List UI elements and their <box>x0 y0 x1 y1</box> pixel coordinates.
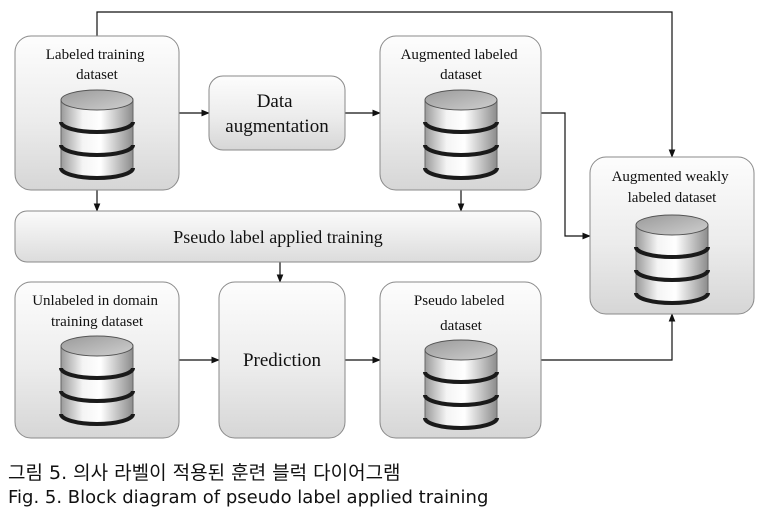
arrow-pseudo-to-weakly <box>541 313 676 361</box>
svg-text:Augmented labeled datase: Augmented labeled dataset <box>401 47 522 83</box>
node-data-augmentation: Data augmentation <box>208 75 346 151</box>
figure-caption-korean: 그림 5. 의사 라벨이 적용된 훈련 블럭 다이어그램 <box>8 462 401 484</box>
node-augmented-labeled-dataset: Augmented labeled dataset <box>379 35 542 191</box>
arrow-augmented-to-weakly <box>541 112 591 240</box>
svg-text:Prediction: Prediction <box>243 350 322 371</box>
database-icon <box>423 88 499 180</box>
node-pseudo-labeled-dataset: Pseudo labeled dataset <box>379 281 542 439</box>
svg-text:Data augmentation: Data augmentation <box>225 91 329 137</box>
svg-text:Labeled training dataset: Labeled training dataset <box>46 47 148 83</box>
node-unlabeled-in-domain-training-dataset: Unlabeled in domain training dataset <box>14 281 180 439</box>
node-labeled-training-dataset: Labeled training dataset <box>14 35 180 191</box>
arrow-labeled-to-weakly <box>96 11 676 158</box>
database-icon <box>59 88 135 180</box>
database-icon <box>634 213 710 305</box>
connector-lines <box>93 11 676 364</box>
svg-text:Augmented weakly labeled: Augmented weakly labeled dataset <box>612 169 733 206</box>
node-pseudo-label-applied-training: Pseudo label applied training <box>14 210 542 263</box>
database-icon <box>59 334 135 426</box>
database-icon <box>423 338 499 430</box>
svg-text:Pseudo labeled dataset: Pseudo labeled dataset <box>414 293 508 334</box>
figure-caption-english: Fig. 5. Block diagram of pseudo label ap… <box>8 487 489 508</box>
node-augmented-weakly-labeled-dataset: Augmented weakly labeled dataset <box>589 156 755 315</box>
svg-text:Pseudo label applied training: Pseudo label applied training <box>173 227 382 247</box>
node-prediction: Prediction <box>218 281 346 439</box>
svg-text:Unlabeled in domain trai: Unlabeled in domain training dataset <box>32 293 162 330</box>
